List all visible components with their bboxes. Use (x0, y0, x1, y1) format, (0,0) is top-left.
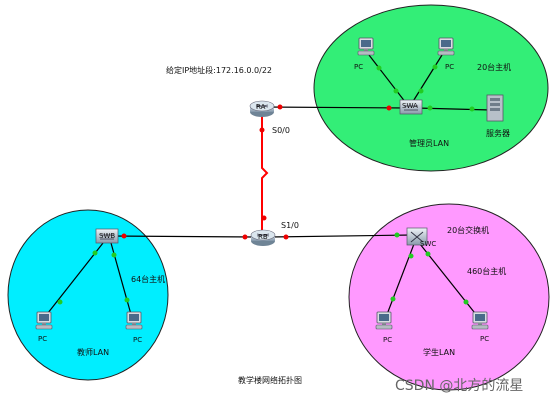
student-switches-label: 20台交换机 (447, 226, 490, 235)
student-lan-zone (348, 203, 550, 391)
pc-icon[interactable] (437, 37, 455, 56)
watermark: CSDN @北方的流星 (395, 378, 524, 394)
interface-s00-label: S0/0 (272, 126, 290, 135)
interface-s10-label: S1/0 (281, 221, 299, 230)
link-swa-pc1[interactable] (368, 54, 407, 104)
pc-label: PC (133, 336, 143, 344)
link-swc-pc2[interactable] (419, 243, 479, 318)
switch-swa-label: SWA (402, 102, 418, 110)
pc-label: PC (38, 335, 48, 343)
switch-icon[interactable] (399, 99, 423, 115)
student-hosts-label: 460台主机 (467, 267, 507, 276)
link-swa-pc2[interactable] (411, 54, 443, 104)
admin-hosts-label: 20台主机 (477, 63, 512, 72)
router-ra-label: RA (256, 103, 266, 111)
pc-icon[interactable] (375, 311, 393, 330)
admin-lan-label: 管理员LAN (409, 139, 450, 148)
router-icon[interactable] (249, 100, 275, 117)
pc-icon[interactable] (357, 37, 375, 56)
port-indicators (57, 64, 475, 305)
ip-range-label: 给定IP地址段:172.16.0.0/22 (166, 66, 273, 75)
teacher-lan-zone (7, 209, 169, 381)
link-ra-swa[interactable] (261, 106, 409, 109)
teacher-hosts-label: 64台主机 (131, 275, 166, 284)
switch-icon[interactable] (95, 228, 119, 244)
pc-label: PC (480, 335, 490, 343)
router-icon[interactable] (250, 229, 276, 246)
link-rb-swc[interactable] (269, 234, 413, 238)
pc-label: PC (445, 63, 455, 71)
switch-swb-label: SWB (99, 232, 116, 240)
switch-swc-label: SWC (420, 240, 437, 248)
diagram-caption: 教学楼网络拓扑图 (238, 376, 302, 385)
link-ra-rb-serial[interactable] (261, 115, 269, 232)
pc-icon[interactable] (35, 311, 53, 330)
server-label: 服务器 (486, 129, 510, 138)
pc-label: PC (383, 336, 393, 344)
pc-label: PC (354, 63, 364, 71)
router-rb-label: RB (258, 233, 268, 241)
pc-icon[interactable] (471, 311, 489, 330)
link-swb-pc1[interactable] (43, 242, 104, 319)
link-rb-swb[interactable] (109, 235, 257, 238)
multilayer-switch-icon[interactable] (406, 227, 428, 246)
teacher-lan-label: 教师LAN (77, 348, 110, 357)
server-icon[interactable] (486, 94, 504, 122)
pc-icon[interactable] (125, 311, 143, 330)
student-lan-label: 学生LAN (423, 348, 456, 357)
